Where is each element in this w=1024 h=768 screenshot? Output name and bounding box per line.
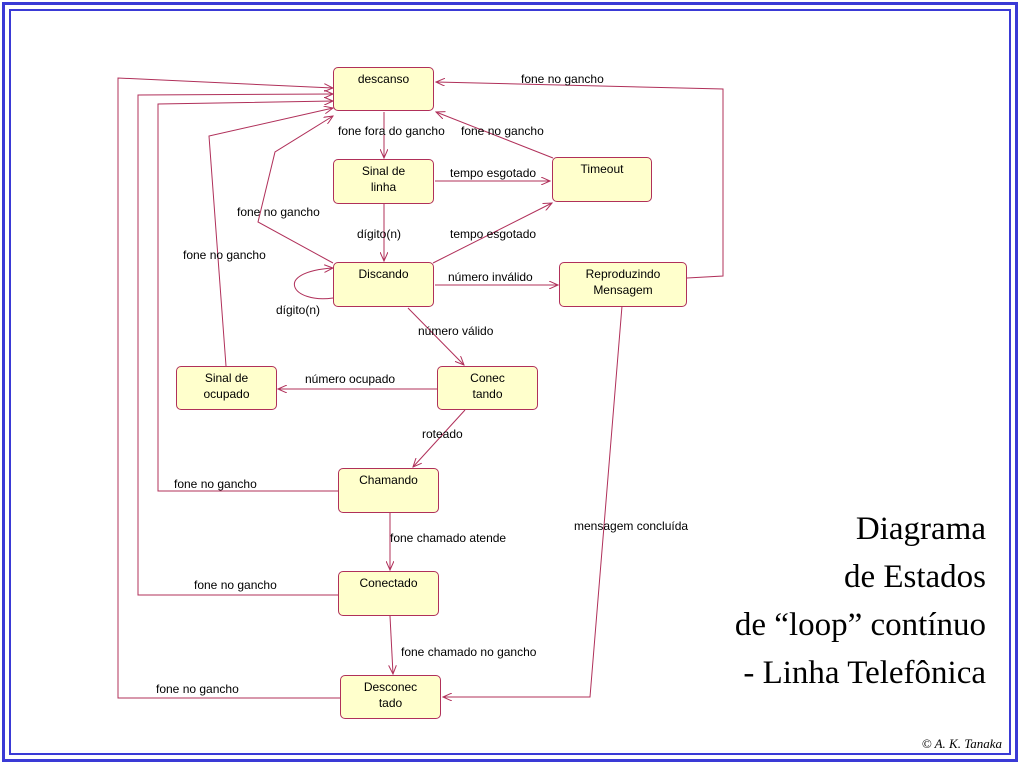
label-fone-no-gancho-ocupado: fone no gancho: [183, 248, 266, 262]
edge-discando-self: [294, 268, 333, 300]
state-desconectado: Desconec tado: [340, 675, 441, 719]
edge-discando-timeout: [432, 203, 552, 264]
slide-title: Diagrama de Estados de “loop” contínuo -…: [735, 505, 986, 697]
state-sinal-de-linha: Sinal de linha: [333, 159, 434, 204]
label-mensagem-concluida: mensagem concluída: [574, 519, 689, 533]
label-numero-invalido: número inválido: [448, 270, 533, 284]
label-digito-n-1: dígito(n): [357, 227, 402, 241]
title-line-3: de “loop” contínuo: [734, 607, 986, 643]
label-numero-ocupado: número ocupado: [305, 372, 396, 386]
state-timeout: Timeout: [552, 157, 652, 202]
edge-conectando-chamando: [413, 409, 466, 467]
edge-conectado-descanso: [137, 94, 338, 596]
state-sinal-de-ocupado: Sinal de ocupado: [176, 366, 277, 410]
edge-discando-descanso: [257, 116, 333, 264]
edge-timeout-descanso: [436, 112, 554, 159]
state-reproduzindo-mensagem: Reproduzindo Mensagem: [559, 262, 687, 307]
edge-discando-conectando: [407, 307, 464, 365]
edge-reproduzindo-desconectado: [443, 305, 623, 697]
copyright: © A. K. Tanaka: [921, 736, 1002, 751]
edge-conectado-desconectado: [390, 615, 393, 674]
edge-reproduzindo-descanso: [436, 82, 724, 279]
label-numero-valido: número válido: [418, 324, 494, 338]
label-fone-no-gancho-discando: fone no gancho: [237, 205, 320, 219]
label-digito-n-self: dígito(n): [276, 303, 321, 317]
label-fone-no-gancho-top: fone no gancho: [521, 72, 604, 86]
state-conectando: Conec tando: [437, 366, 538, 410]
label-fone-no-gancho-conectado: fone no gancho: [194, 578, 277, 592]
edge-chamando-descanso: [157, 101, 338, 492]
state-descanso: descanso: [333, 67, 434, 111]
label-fone-no-gancho-chamando: fone no gancho: [174, 477, 257, 491]
slide-border-inner: [9, 9, 1011, 755]
label-fone-fora-do-gancho: fone fora do gancho: [338, 124, 445, 138]
label-roteado: roteado: [422, 427, 463, 441]
label-tempo-esgotado-2: tempo esgotado: [450, 227, 537, 241]
title-line-4: - Linha Telefônica: [743, 655, 986, 691]
label-fone-no-gancho-timeout: fone no gancho: [461, 124, 544, 138]
label-tempo-esgotado-1: tempo esgotado: [450, 166, 537, 180]
label-fone-no-gancho-desconectado: fone no gancho: [156, 682, 239, 696]
state-conectado: Conectado: [338, 571, 439, 616]
label-fone-chamado-no-gancho: fone chamado no gancho: [401, 645, 537, 659]
title-line-2: de Estados: [843, 559, 986, 595]
state-discando: Discando: [333, 262, 434, 307]
state-chamando: Chamando: [338, 468, 439, 513]
title-line-1: Diagrama: [855, 511, 986, 547]
edge-desconectado-descanso: [117, 77, 340, 699]
edge-ocupado-descanso: [208, 108, 333, 367]
label-fone-chamado-atende: fone chamado atende: [390, 531, 507, 545]
